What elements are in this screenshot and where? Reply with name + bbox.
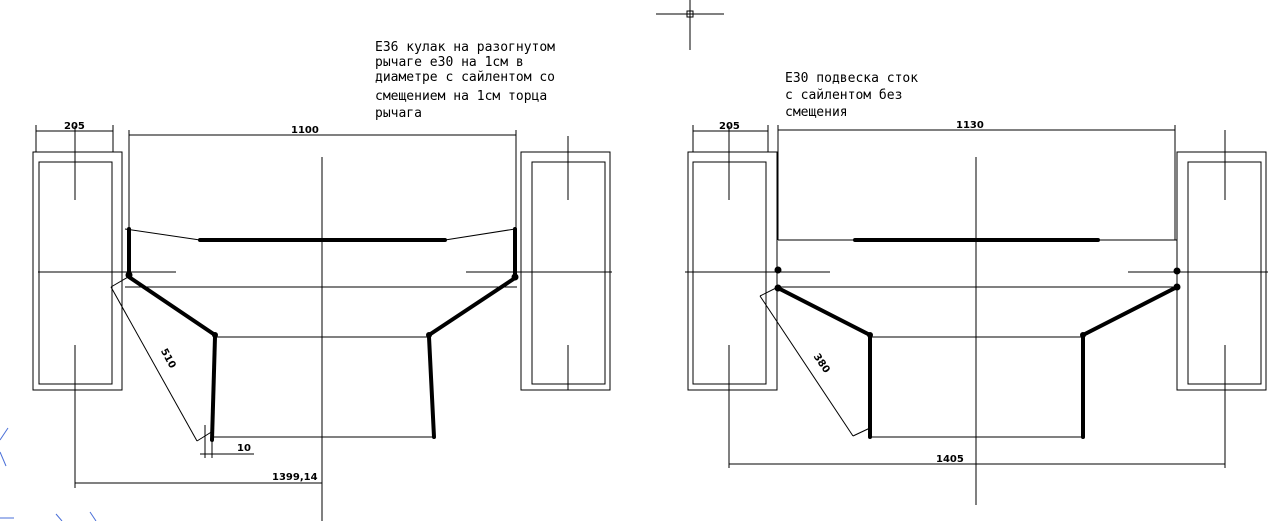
left-note-line-2: рычаге е30 на 1см в [375, 55, 524, 70]
left-suspension-drawing [32, 125, 612, 521]
left-note-line-5: рычага [375, 106, 422, 121]
left-note-line-1: E36 кулак на разогнутом [375, 40, 555, 55]
left-dim-bottom-width: 1399,14 [272, 472, 318, 483]
right-dim-arm-length: 380 [811, 352, 832, 375]
left-note-line-3: диаметре с сайлентом со [375, 70, 555, 85]
left-wheel-outer-left [32, 151, 123, 391]
right-note-line-2: с сайлентом без [785, 88, 902, 103]
left-dim-tire-width: 205 [64, 121, 85, 132]
left-note-line-4: смещением на 1см торца [375, 89, 547, 104]
left-dim-arm-length: 510 [158, 347, 178, 371]
right-suspension-drawing [685, 125, 1268, 505]
cursor-crosshair-icon [656, 0, 724, 50]
left-dim-top-width: 1100 [291, 125, 319, 136]
right-note-line-3: смещения [785, 105, 848, 120]
right-dim-top-width: 1130 [956, 120, 984, 131]
left-dim-offset: 10 [237, 443, 251, 454]
ucs-icon [0, 427, 97, 521]
right-wheel-outer-right [1176, 151, 1267, 391]
right-dim-bottom-width: 1405 [936, 454, 964, 465]
right-wheel-outer-left [687, 151, 778, 391]
left-wheel-outer-right [520, 151, 611, 391]
right-dim-tire-width: 205 [719, 121, 740, 132]
right-note-line-1: E30 подвеска сток [785, 71, 918, 86]
